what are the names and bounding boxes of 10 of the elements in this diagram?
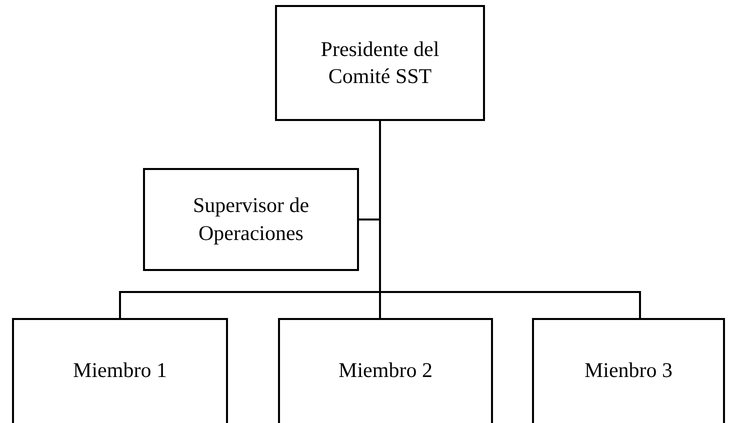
box-label: Miembro 2 [338, 356, 432, 384]
org-box [532, 318, 725, 423]
box-label: Miembro 1 [73, 356, 167, 384]
org-box [278, 318, 493, 423]
org-box [143, 168, 359, 271]
box-label: Presidente del Comité SST [320, 36, 440, 90]
org-box [275, 5, 485, 121]
box-label: Supervisor de Operaciones [192, 192, 310, 246]
box-label: Mienbro 3 [584, 356, 673, 384]
org-box [12, 318, 228, 423]
